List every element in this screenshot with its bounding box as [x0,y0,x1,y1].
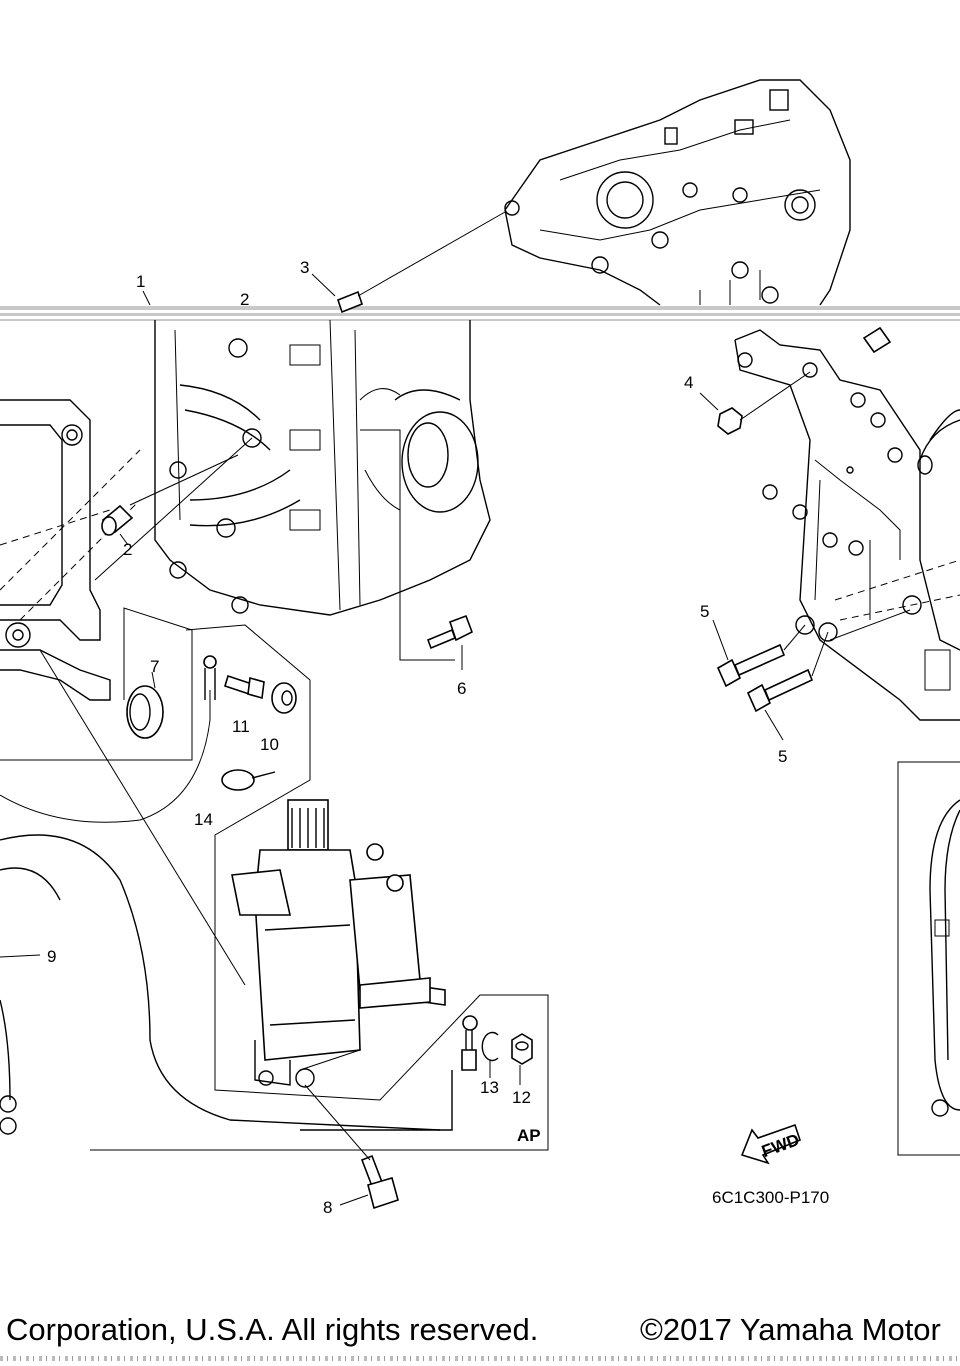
callout-2-top: 2 [240,290,249,309]
callout-5-lower: 5 [778,747,787,766]
callout-7: 7 [150,657,159,676]
part-5-bolts [712,619,829,741]
callout-10: 10 [260,735,279,754]
cylinder-head-upper [504,79,851,306]
part-6-bolt [360,429,474,670]
callout-4: 4 [684,373,693,392]
callout-5-upper: 5 [700,602,709,621]
callouts: 1 2 2 3 4 5 5 6 7 8 9 10 11 12 13 14 AP … [47,258,829,1217]
callout-6: 6 [457,679,466,698]
callout-13: 13 [480,1078,499,1097]
callout-14: 14 [194,810,213,829]
dashed-leaders-left [0,437,253,621]
callout-3: 3 [300,258,309,277]
part-2-sleeve [101,504,134,546]
callout-1: 1 [136,272,145,291]
clamp-inset-box [0,624,549,1151]
callout-8: 8 [323,1198,332,1217]
part-8-bolt [304,1084,399,1210]
battery-leads [0,649,441,1135]
callout-12: 12 [512,1088,531,1107]
ap-box-label: AP [517,1126,541,1145]
right-inset-box [897,761,960,1156]
scan-noise-band [0,306,960,321]
callout-11: 11 [232,717,250,736]
copyright-left: Corporation, U.S.A. All rights reserved. [6,1312,539,1347]
left-bracket-frame [0,399,111,701]
fwd-arrow-icon: FWD [740,1123,802,1165]
part-3-stud [311,211,506,314]
starter-motor [231,799,446,1088]
callout-2: 2 [123,540,132,559]
scan-noise-bottom [0,1356,960,1361]
copyright-right: ©2017 Yamaha Motor [640,1312,941,1347]
drawing-code: 6C1C300-P170 [712,1188,829,1207]
powerhead-block [154,319,491,616]
right-bracket-plate [699,326,960,721]
callout-9: 9 [47,947,56,966]
terminal-parts [300,1015,533,1131]
grommet-inset-box [0,607,193,761]
